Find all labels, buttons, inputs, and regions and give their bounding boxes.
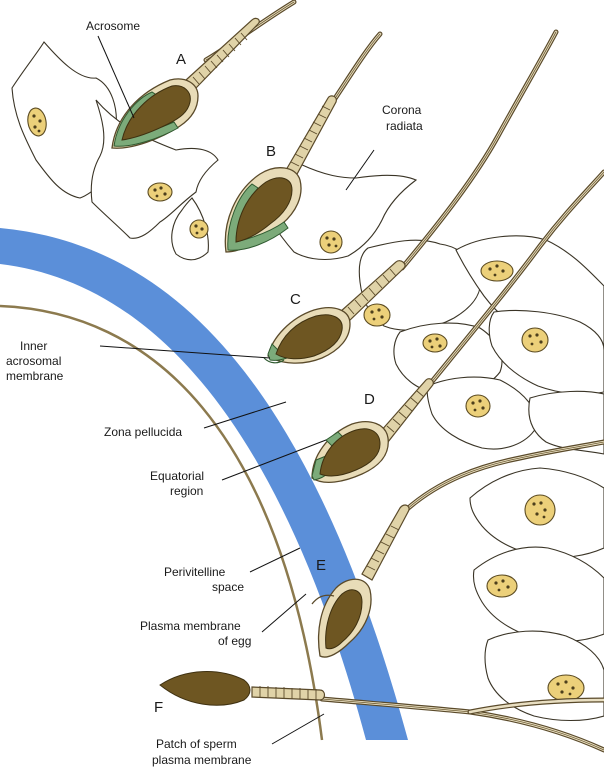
stage-label-a: A (176, 51, 186, 68)
sperm-a (111, 0, 297, 149)
midpiece-rings (259, 686, 317, 700)
nucleus (189, 219, 209, 239)
nucleus (480, 260, 514, 282)
nucleus (27, 107, 47, 137)
stage-label-c: C (290, 291, 301, 308)
sperm-c (263, 29, 559, 364)
labels: Acrosome Corona radiata Inner acrosomal … (6, 19, 425, 767)
midpiece-rings (290, 105, 331, 167)
sperm-e-membrane-remnant (311, 594, 335, 605)
sperm-d (311, 169, 604, 484)
sperm-f-head (159, 671, 251, 706)
stage-label-d: D (364, 391, 375, 408)
label-plasma-membrane-of-egg: Plasma membrane of egg (140, 619, 251, 648)
corona-nuclei (27, 107, 585, 702)
stage-label-e: E (316, 557, 326, 574)
nucleus (363, 303, 391, 327)
nucleus (486, 574, 518, 598)
nucleus (524, 494, 556, 526)
label-equatorial-region: Equatorial region (150, 469, 207, 498)
sperm-f (159, 671, 604, 753)
stage-label-b: B (266, 143, 276, 160)
label-perivitelline-space: Perivitelline space (164, 565, 244, 594)
label-corona-radiata: Corona radiata (382, 103, 425, 133)
nucleus (547, 674, 585, 702)
sperm-e (311, 439, 604, 658)
nucleus (465, 394, 491, 418)
zona-pellucida-band (0, 228, 408, 740)
nucleus (521, 327, 549, 353)
corona-cell (528, 390, 604, 455)
nucleus (319, 230, 343, 254)
midpiece-rings (386, 390, 425, 433)
midpiece-rings (366, 525, 400, 571)
label-patch-of-sperm-plasma-membrane: Patch of sperm plasma membrane (152, 737, 252, 767)
leader-lines (97, 35, 375, 745)
nucleus (422, 333, 448, 353)
midpiece-rings (347, 268, 397, 315)
inner-acrosomal-fragments (263, 357, 285, 364)
corona-cell (358, 239, 482, 331)
nucleus (147, 182, 173, 202)
corona-cell (472, 546, 604, 642)
sperm-b (224, 31, 383, 253)
midpiece-rings (192, 32, 248, 85)
label-zona-pellucida: Zona pellucida (104, 425, 182, 439)
egg-plasma-membrane (0, 304, 324, 741)
label-acrosome: Acrosome (86, 19, 140, 33)
stage-label-f: F (154, 699, 163, 716)
label-inner-acrosomal-membrane: Inner acrosomal membrane (6, 339, 65, 383)
